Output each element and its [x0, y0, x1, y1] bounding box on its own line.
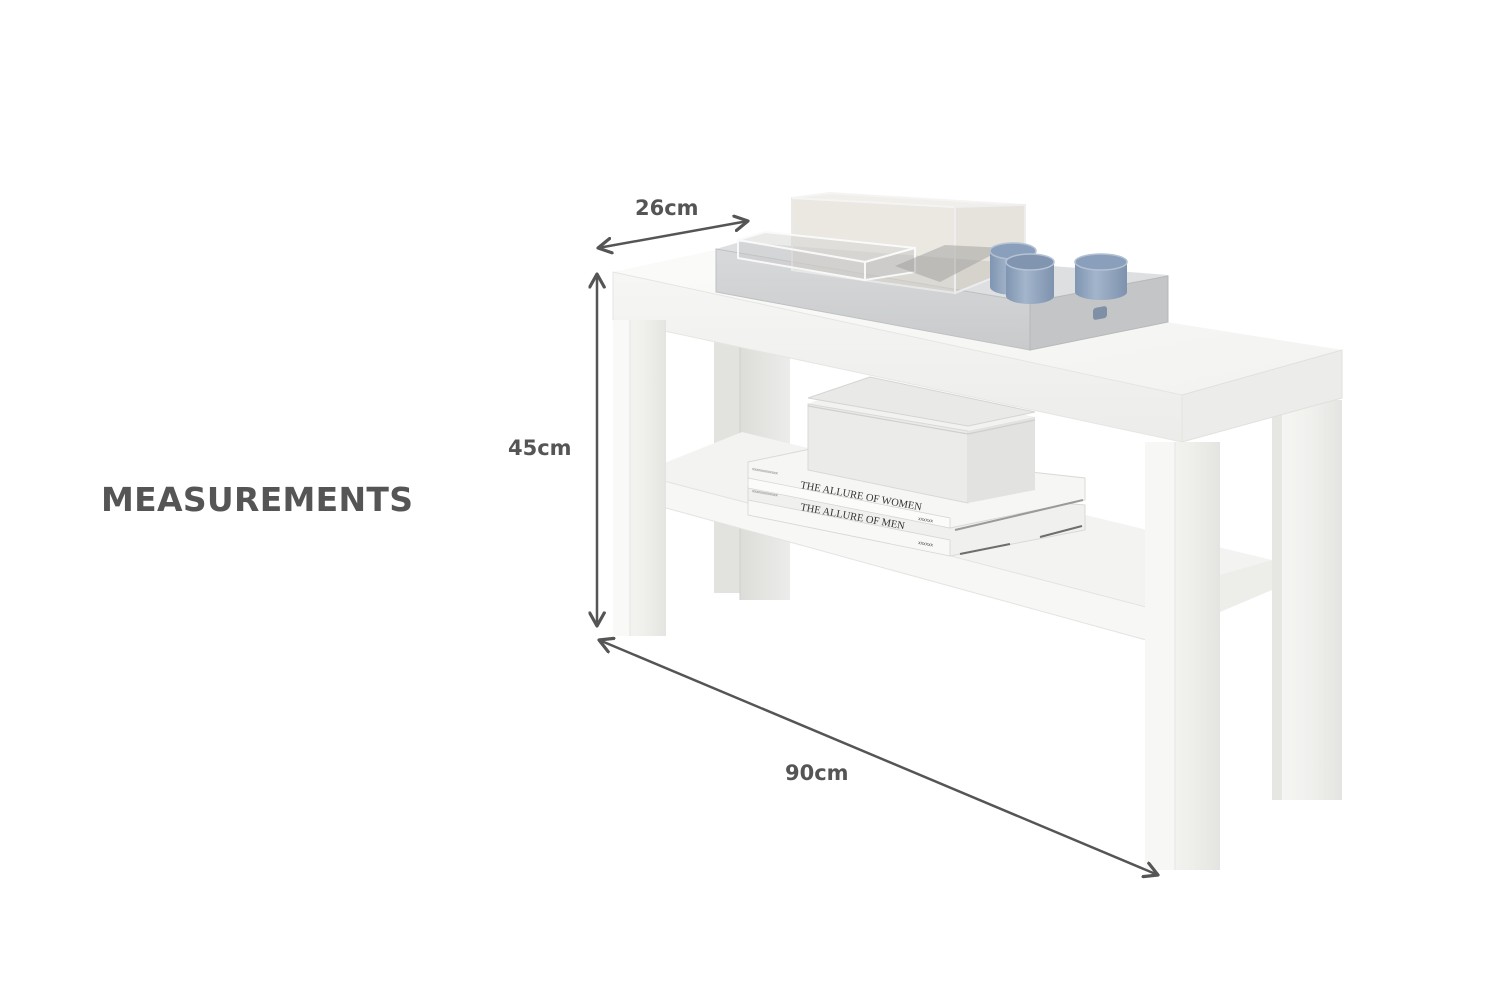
svg-text:xxxxxx: xxxxxx	[918, 540, 934, 549]
table-front-left-leg	[613, 320, 666, 636]
table-back-right-leg	[1272, 400, 1342, 800]
svg-text:xxxxxxxxxxxxx: xxxxxxxxxxxxx	[752, 488, 778, 497]
page-title: MEASUREMENTS	[101, 480, 414, 519]
svg-text:xxxxxxxxxxxxx: xxxxxxxxxxxxx	[752, 466, 778, 475]
shelf-lidded-box	[807, 376, 1036, 504]
table-front-right-leg	[1145, 442, 1220, 870]
svg-text:xxxxxx: xxxxxx	[918, 516, 934, 525]
width-label: 90cm	[785, 761, 849, 785]
width-dimension-arrow	[599, 640, 1158, 875]
depth-dimension-arrow	[598, 221, 748, 248]
depth-label: 26cm	[635, 196, 699, 220]
height-label: 45cm	[508, 436, 572, 460]
decor-blue-cups	[989, 242, 1128, 304]
